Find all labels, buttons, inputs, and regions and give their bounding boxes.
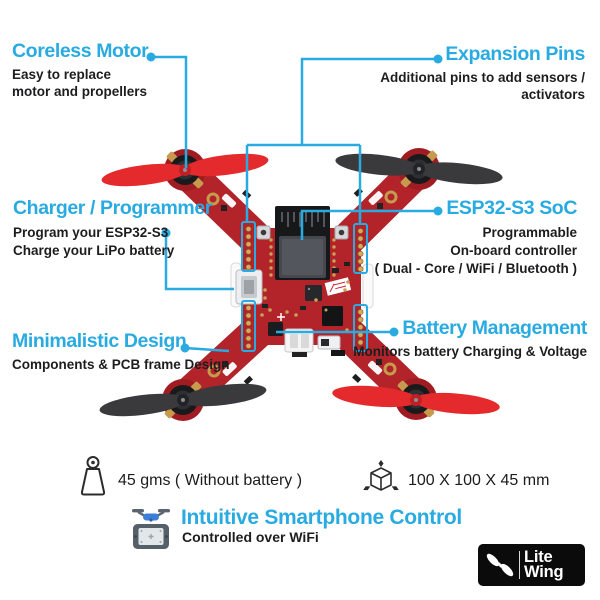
propeller-bottom-right <box>332 385 500 415</box>
drone-remote-icon <box>132 509 170 549</box>
leader-charger-programmer <box>164 233 234 291</box>
callout-line: motor and propellers <box>12 83 148 99</box>
callout-line: On-board controller <box>450 243 577 258</box>
leader-lines <box>151 55 438 353</box>
callout-esp32-soc: ESP32-S3 SoC Programmable On-board contr… <box>374 197 578 278</box>
callout-line: Monitors battery Charging & Voltage <box>353 344 587 359</box>
weight-spec-text: 45 gms ( Without battery ) <box>118 472 303 489</box>
callout-line: ( Dual - Core / WiFi / Bluetooth ) <box>374 261 577 276</box>
callout-line: Charge your LiPo battery <box>13 243 175 258</box>
control-title: Intuitive Smartphone Control <box>181 506 462 529</box>
leader-coreless-motor <box>151 55 188 168</box>
esp32-module <box>269 206 336 280</box>
propeller-icon <box>486 553 514 577</box>
cube-dimensions-icon <box>363 460 399 491</box>
callout-line: activators <box>521 86 585 102</box>
leader-esp32-soc <box>300 209 438 240</box>
leader-minimalistic-design <box>184 346 230 353</box>
control-subtitle: Controlled over WiFi <box>182 529 319 545</box>
pin-highlight-top-left <box>241 221 256 272</box>
pin-highlight-bottom-left <box>241 300 256 352</box>
usb-connector <box>230 262 263 308</box>
callout-title: Expansion Pins <box>445 43 585 65</box>
callout-coreless-motor: Coreless Motor Easy to replace motor and… <box>12 40 149 100</box>
litewing-logo: Lite Wing <box>478 544 585 586</box>
dimensions-spec-text: 100 X 100 X 45 mm <box>408 472 550 489</box>
callout-title: Battery Management <box>402 317 587 339</box>
propellers <box>99 153 503 417</box>
logo-separator <box>519 551 520 579</box>
pin-highlight-bottom-right <box>353 304 368 352</box>
callout-line: Easy to replace <box>12 67 112 82</box>
boot-reset-buttons <box>256 225 349 240</box>
weight-icon <box>80 456 106 496</box>
callout-battery-management: Battery Management Monitors battery Char… <box>353 317 587 361</box>
callout-title: Minimalistic Design <box>12 330 187 352</box>
callout-title: ESP32-S3 SoC <box>446 197 577 219</box>
propeller-top-right <box>335 153 503 185</box>
callout-line: Additional pins to add sensors / <box>380 70 585 85</box>
callout-line: Program your ESP32-S3 <box>13 225 169 240</box>
leader-expansion-pins <box>300 57 438 145</box>
brand-name: Lite Wing <box>524 547 564 581</box>
callout-charger-programmer: Charger / Programmer Program your ESP32-… <box>13 197 212 260</box>
callout-title: Coreless Motor <box>12 40 149 62</box>
callout-line: Programmable <box>482 225 577 240</box>
propeller-bottom-left <box>99 383 267 417</box>
callout-minimalistic-design: Minimalistic Design Components & PCB fra… <box>12 330 230 374</box>
leader-dots <box>146 52 443 353</box>
callout-title: Charger / Programmer <box>13 197 212 219</box>
brand-line1: Lite <box>524 547 553 566</box>
pin-header-highlights <box>241 221 368 352</box>
expansion-pin-pads <box>245 226 364 349</box>
pin-highlight-top-right <box>353 223 368 274</box>
callout-expansion-pins: Expansion Pins Additional pins to add se… <box>380 43 585 103</box>
brand-line2: Wing <box>524 563 564 581</box>
callout-line: Components & PCB frame Design <box>12 357 230 372</box>
